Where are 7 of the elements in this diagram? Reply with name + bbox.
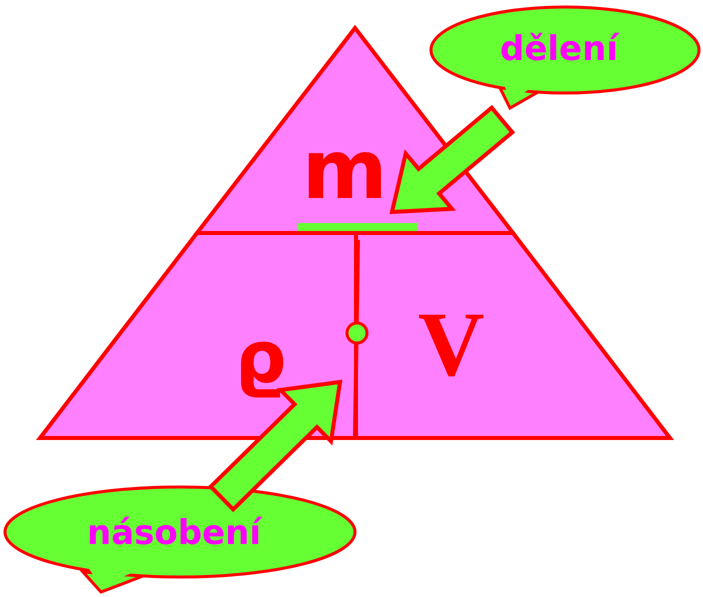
symbol-label: V — [418, 292, 484, 397]
callout-text: násobení — [87, 516, 262, 550]
block-arrow — [208, 380, 342, 512]
symbol-label: ϱ — [235, 315, 287, 399]
callout-text: dělení — [500, 32, 618, 66]
block-arrow — [389, 104, 516, 214]
symbol-label: m — [302, 123, 388, 218]
